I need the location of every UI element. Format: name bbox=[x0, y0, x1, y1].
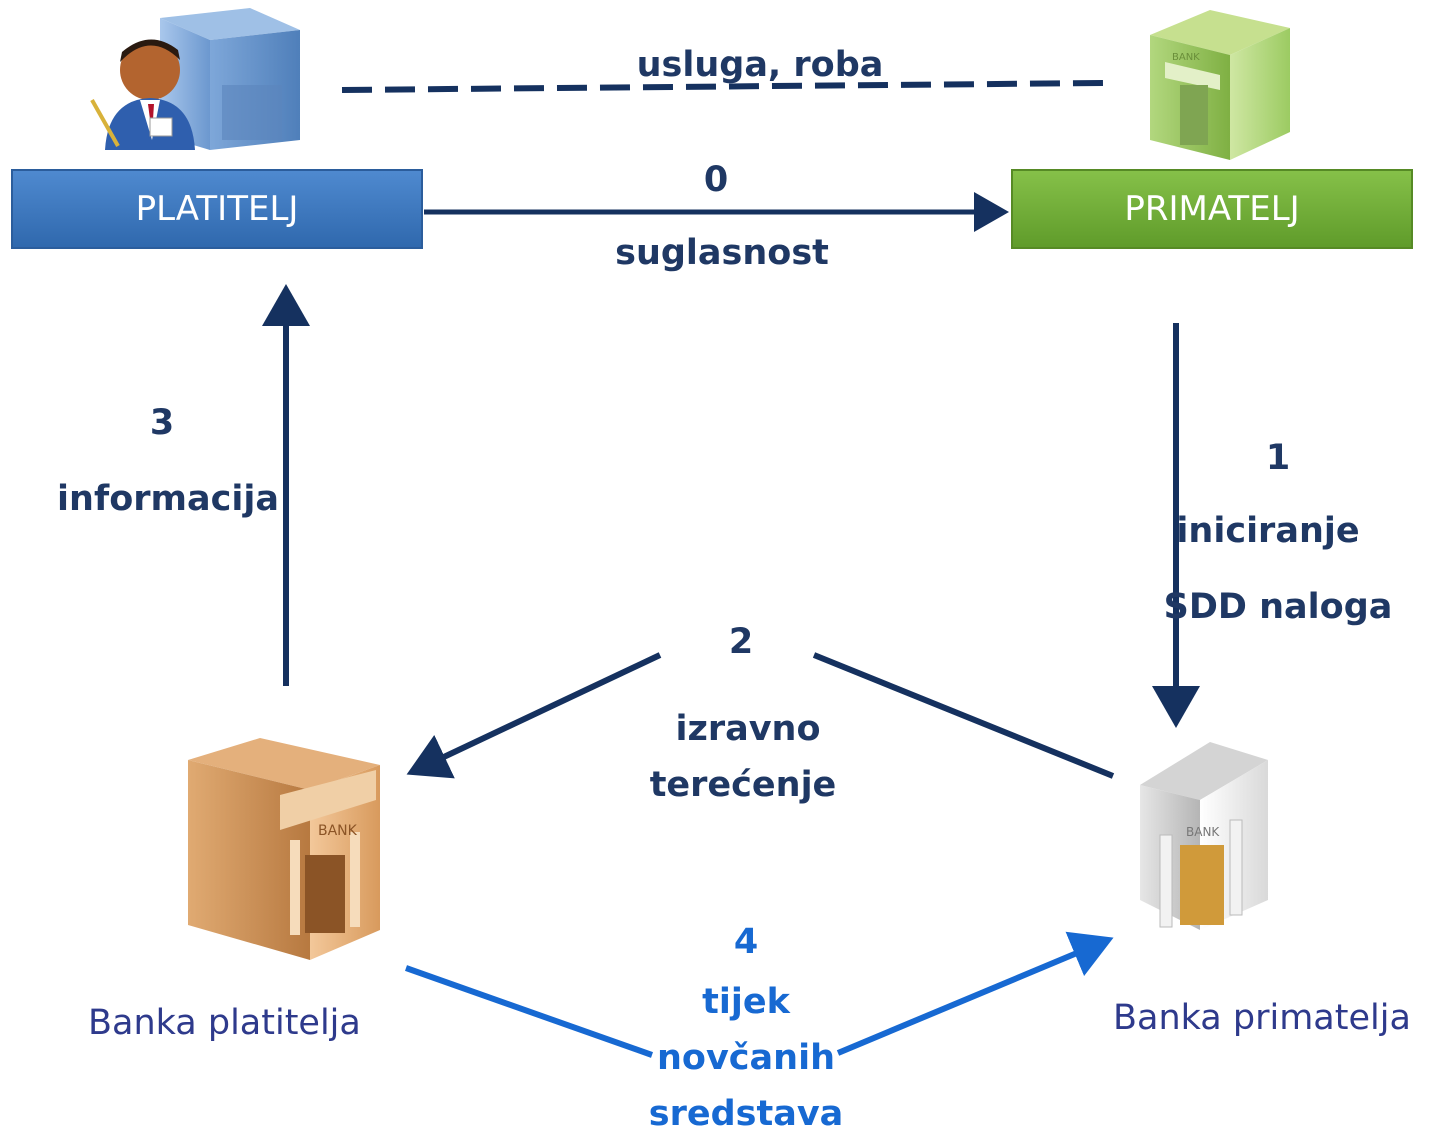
payee-bank-caption: Banka primatelja bbox=[1113, 998, 1411, 1038]
step4-line2: novčanih bbox=[657, 1038, 835, 1078]
arrow-step2-segment bbox=[812, 652, 1115, 779]
step1-number: 1 bbox=[1265, 438, 1291, 478]
white-bank-sign: BANK bbox=[1186, 825, 1220, 839]
green-bank-building-icon: BANK bbox=[1150, 10, 1290, 160]
goods-label: usluga, roba bbox=[636, 45, 884, 85]
arrow-step4-segment bbox=[404, 965, 654, 1058]
orange-bank-sign: BANK bbox=[318, 823, 358, 839]
businessman-with-bank-icon bbox=[90, 8, 300, 150]
step3-number: 3 bbox=[149, 403, 175, 443]
step0-number: 0 bbox=[703, 160, 729, 200]
step4-number: 4 bbox=[733, 922, 759, 962]
step2-line2: terećenje bbox=[649, 765, 837, 805]
step4-line1: tijek bbox=[702, 982, 790, 1022]
green-bank-sign: BANK bbox=[1172, 52, 1200, 63]
orange-bank-building-icon: BANK bbox=[188, 738, 380, 960]
payer-box-bg bbox=[11, 169, 423, 249]
payer-bank-caption: Banka platitelja bbox=[88, 1003, 361, 1043]
step1-line1: iniciranje bbox=[1176, 511, 1360, 551]
arrow-step2 bbox=[406, 652, 662, 779]
arrow-step4 bbox=[836, 931, 1114, 1056]
step2-line1: izravno bbox=[675, 709, 821, 749]
step0-label: suglasnost bbox=[615, 233, 829, 273]
payer-label: PLATITELJ bbox=[135, 189, 299, 229]
step4-line3: sredstava bbox=[648, 1094, 844, 1134]
payer-box: PLATITELJ bbox=[12, 170, 422, 248]
white-bank-building-icon: BANK bbox=[1140, 742, 1268, 930]
step1-line2: SDD naloga bbox=[1163, 587, 1393, 627]
step3-label: informacija bbox=[57, 479, 279, 519]
payee-box: PRIMATELJ bbox=[1012, 170, 1412, 248]
payee-box-bg bbox=[1011, 169, 1413, 249]
step2-number: 2 bbox=[728, 622, 754, 662]
payee-label: PRIMATELJ bbox=[1124, 189, 1300, 229]
